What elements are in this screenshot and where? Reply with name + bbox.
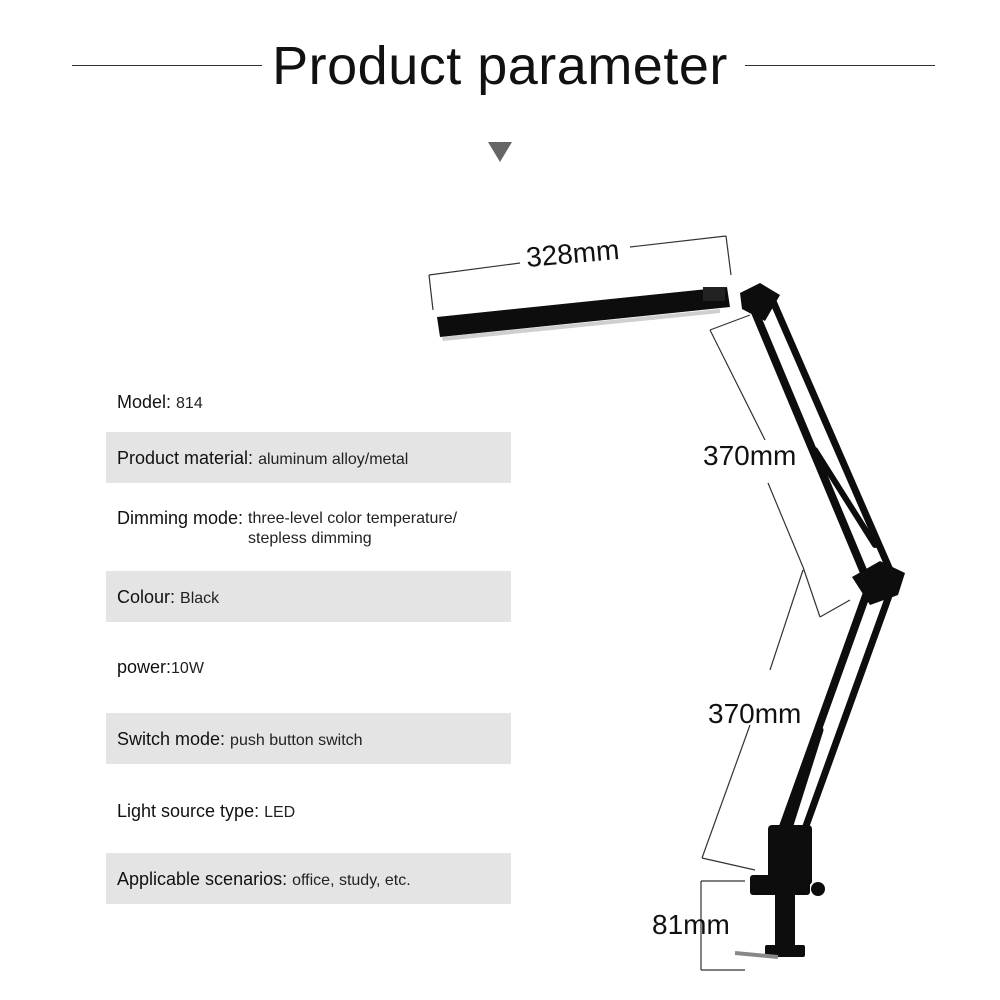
title-block: Product parameter [0, 28, 1000, 108]
spec-row-material: Product material: aluminum alloy/metal [106, 432, 511, 483]
page-title: Product parameter [272, 36, 728, 96]
spec-label: Product material: [117, 448, 259, 468]
title-rule-left [72, 65, 262, 66]
spec-value: office, study, etc. [292, 872, 411, 889]
lamp-head [437, 287, 730, 341]
spec-row-switch: Switch mode: push button switch [106, 713, 511, 764]
upper-arm [748, 295, 894, 579]
spec-label: Colour: [117, 587, 181, 607]
upper-joint [740, 283, 780, 321]
dimension-label-clamp: 81mm [652, 909, 730, 940]
dimension-guides [700, 314, 851, 971]
clamp-screw [734, 951, 779, 959]
spec-value: aluminum alloy/metal [258, 451, 409, 468]
dimension-label-upper-arm: 370mm [703, 440, 797, 471]
dimension-label-lower-arm: 370mm [708, 698, 802, 729]
down-triangle-icon [488, 142, 512, 162]
spec-value: three-level color temperature/ stepless … [248, 510, 458, 547]
spec-row-model: Model: 814 [106, 391, 511, 415]
spec-label: Switch mode: [117, 729, 231, 749]
spec-row-power: power:10W [106, 656, 511, 680]
spec-row-dimming: Dimming mode: three-level color temperat… [106, 507, 511, 549]
spec-value: 10W [171, 660, 204, 677]
spec-value: Black [180, 590, 220, 607]
spec-label: power: [117, 657, 172, 677]
title-rule-right [745, 65, 935, 66]
spec-row-light-source: Light source type: LED [106, 800, 511, 824]
spec-value: LED [264, 804, 296, 821]
lamp-illustration [428, 235, 905, 971]
clamp [750, 825, 825, 957]
spec-value: 814 [176, 395, 203, 412]
spec-label: Dimming mode: [117, 508, 249, 528]
spec-row-scenarios: Applicable scenarios: office, study, etc… [106, 853, 511, 904]
spec-label: Light source type: [117, 801, 265, 821]
spec-label: Model: [117, 392, 177, 412]
spec-row-colour: Colour: Black [106, 571, 511, 622]
spec-value: push button switch [230, 732, 363, 749]
lower-arm [776, 586, 894, 841]
dimension-line-head [428, 235, 732, 311]
spec-label: Applicable scenarios: [117, 869, 293, 889]
